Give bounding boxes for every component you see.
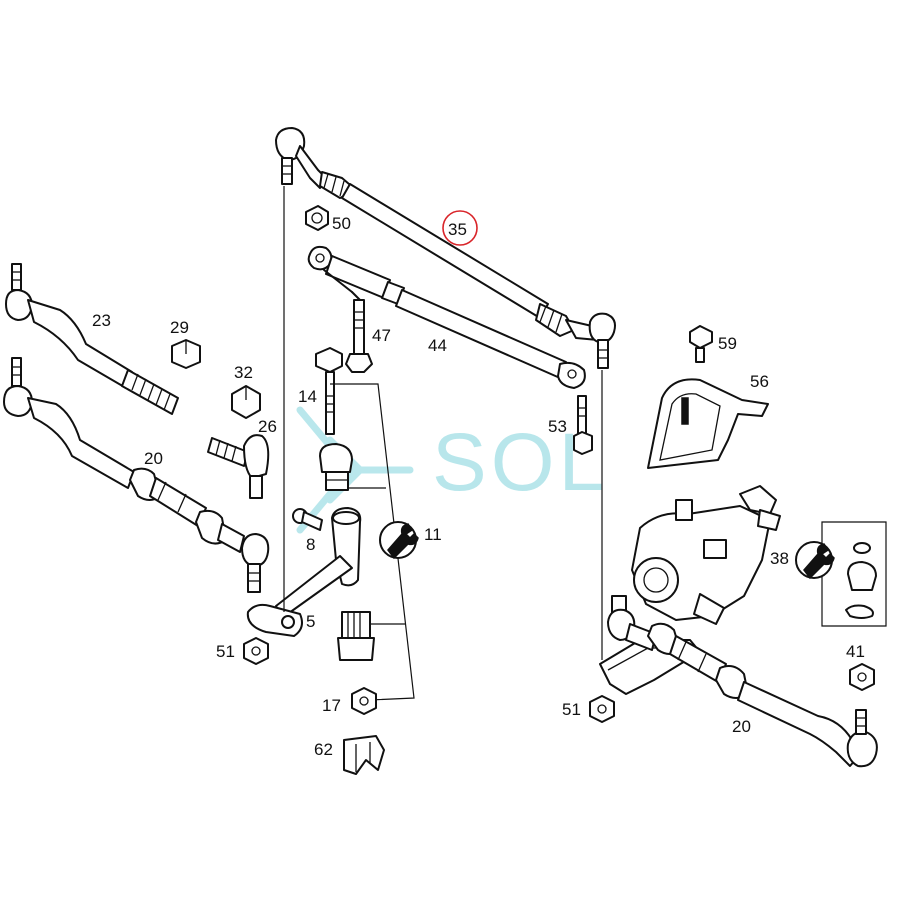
callout-32: 32 — [234, 363, 253, 382]
callout-51-right: 51 — [562, 700, 581, 719]
callout-11: 11 — [424, 525, 442, 544]
callout-17: 17 — [322, 696, 341, 715]
callout-5: 5 — [306, 612, 315, 631]
nut-32 — [231, 385, 261, 419]
tie-rod-assembly-20-right — [607, 595, 878, 768]
callout-47: 47 — [372, 326, 391, 345]
bolt-14 — [315, 347, 343, 435]
nut-17 — [351, 687, 377, 715]
callout-8: 8 — [306, 535, 315, 554]
sol-watermark: SOL — [296, 406, 608, 534]
callout-20-right: 20 — [732, 717, 751, 736]
highlight-ring-35 — [442, 210, 478, 246]
callout-41: 41 — [846, 642, 865, 661]
watermark-text: SOL — [432, 417, 608, 508]
callout-51-left: 51 — [216, 642, 235, 661]
wrench-symbol-11 — [379, 521, 419, 560]
center-drag-link — [275, 127, 616, 369]
callout-44: 44 — [428, 336, 447, 355]
callout-14: 14 — [298, 387, 317, 406]
nut-51-right — [589, 695, 615, 723]
callout-35: 35 — [448, 220, 467, 239]
callout-labels: 35 50 47 44 59 56 23 29 32 26 14 53 20 1… — [92, 214, 865, 759]
bolt-8 — [292, 508, 323, 531]
nut-29 — [171, 339, 201, 369]
tie-rod-23 — [5, 263, 179, 415]
bolt-47 — [345, 299, 373, 373]
callout-50: 50 — [332, 214, 351, 233]
idler-arm-5 — [246, 507, 362, 637]
nut-51-left — [243, 637, 269, 665]
callout-20-left: 20 — [144, 449, 163, 468]
callout-59: 59 — [718, 334, 737, 353]
repair-kit-38 — [795, 521, 887, 627]
steering-damper — [307, 245, 586, 389]
bushing-pin — [319, 443, 353, 491]
cover-56 — [647, 378, 769, 469]
nut-41 — [849, 663, 875, 691]
bolt-59 — [689, 325, 713, 363]
wrench-symbol-38 — [795, 541, 835, 580]
nut-50 — [305, 205, 329, 231]
callout-53: 53 — [548, 417, 567, 436]
bolt-53 — [573, 395, 593, 455]
callout-62: 62 — [314, 740, 333, 759]
callout-56: 56 — [750, 372, 769, 391]
splined-shaft — [337, 611, 375, 661]
ball-joint-26 — [207, 434, 270, 499]
callout-26: 26 — [258, 417, 277, 436]
callout-29: 29 — [170, 318, 189, 337]
callout-23: 23 — [92, 311, 111, 330]
callout-38: 38 — [770, 549, 789, 568]
clip-62 — [343, 735, 385, 775]
tie-rod-assembly-20-left — [3, 357, 270, 593]
